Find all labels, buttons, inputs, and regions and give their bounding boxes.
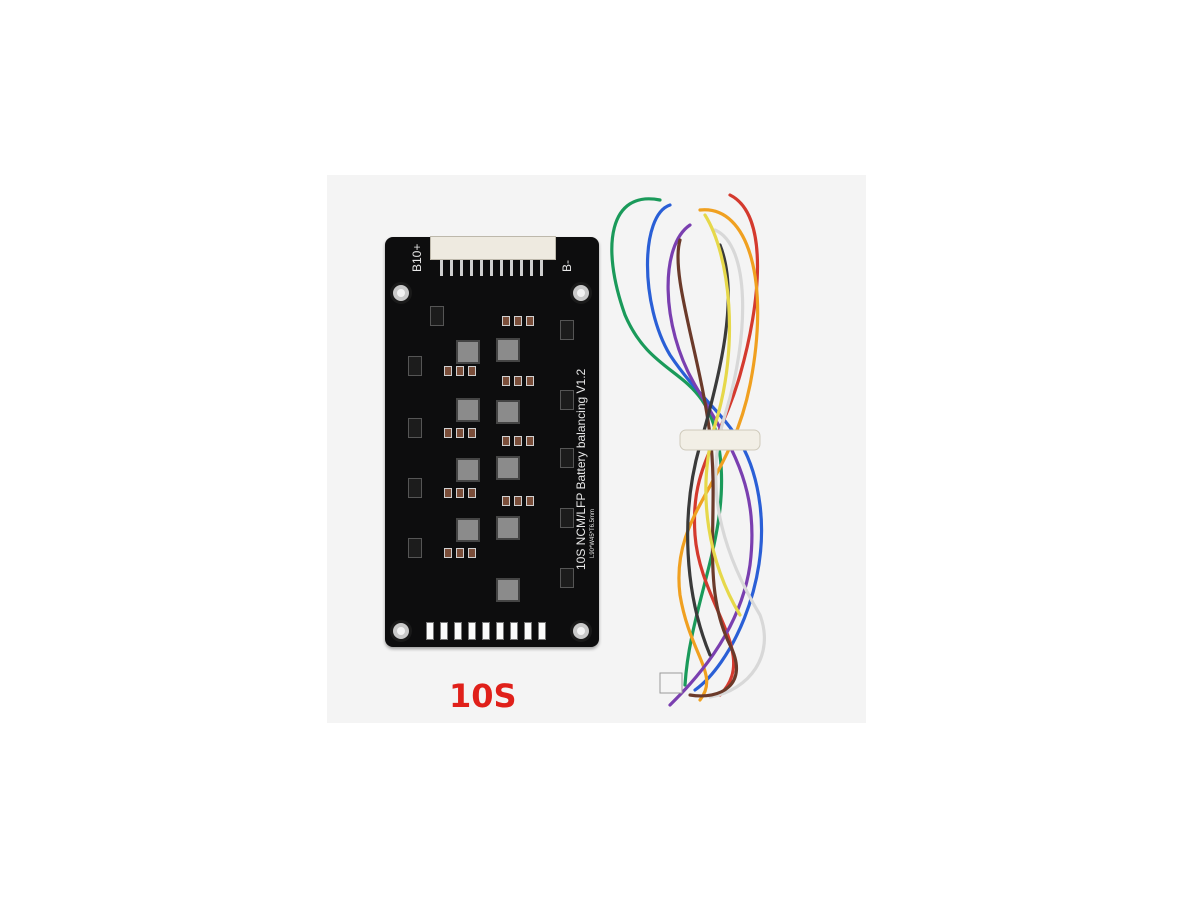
mosfet-chip: [560, 320, 574, 340]
mosfet-chip: [408, 356, 422, 376]
balance-pad: [496, 622, 504, 640]
capacitor: [468, 548, 476, 558]
wire-blue: [645, 203, 764, 692]
mounting-hole-bottom-right: [570, 620, 592, 642]
mosfet-chip: [560, 568, 574, 588]
capacitor: [456, 548, 464, 558]
capacitor: [468, 488, 476, 498]
label-b-minus: B-: [560, 260, 574, 272]
wire-green: [610, 197, 724, 687]
inductor: [456, 518, 480, 542]
balance-pad: [468, 622, 476, 640]
mosfet-chip: [408, 538, 422, 558]
balance-pad: [538, 622, 546, 640]
capacitor: [456, 488, 464, 498]
mounting-hole-top-left: [390, 282, 412, 304]
label-b10-plus: B10+: [410, 243, 424, 272]
mosfet-chip: [408, 478, 422, 498]
wire-brown: [676, 238, 738, 698]
capacitor: [526, 376, 534, 386]
capacitor: [514, 496, 522, 506]
inductor: [456, 458, 480, 482]
balance-pad: [510, 622, 518, 640]
mounting-hole-top-right: [570, 282, 592, 304]
capacitor: [526, 496, 534, 506]
inductor: [496, 456, 520, 480]
balance-connector: [430, 236, 556, 260]
capacitor: [444, 488, 452, 498]
wire-tie: [679, 429, 761, 451]
balance-pad: [524, 622, 532, 640]
balance-pad: [454, 622, 462, 640]
inductor: [496, 516, 520, 540]
mosfet-chip: [560, 508, 574, 528]
balance-pad: [440, 622, 448, 640]
board-title: 10S NCM/LFP Battery balancing V1.2: [574, 368, 588, 570]
wire-white: [708, 228, 766, 699]
mounting-hole-bottom-left: [390, 620, 412, 642]
capacitor: [456, 366, 464, 376]
capacitor: [444, 548, 452, 558]
mosfet-chip: [430, 306, 444, 326]
inductor: [456, 398, 480, 422]
inductor: [496, 400, 520, 424]
balance-pad: [426, 622, 434, 640]
mosfet-chip: [408, 418, 422, 438]
capacitor: [526, 316, 534, 326]
product-variant-caption: 10S: [449, 677, 517, 715]
capacitor: [514, 316, 522, 326]
capacitor: [502, 376, 510, 386]
mosfet-chip: [560, 390, 574, 410]
capacitor: [502, 316, 510, 326]
inductor: [496, 578, 520, 602]
capacitor: [468, 428, 476, 438]
capacitor: [468, 366, 476, 376]
capacitor: [502, 436, 510, 446]
capacitor: [444, 428, 452, 438]
capacitor: [502, 496, 510, 506]
board-dimensions: L90*W45*T6.5mm: [590, 508, 596, 558]
connector-pins: [440, 260, 548, 276]
inductor: [456, 340, 480, 364]
capacitor: [514, 376, 522, 386]
wire-purple: [666, 223, 754, 707]
capacitor: [514, 436, 522, 446]
balance-wire-harness: [610, 193, 766, 707]
plug-connector: [659, 672, 683, 694]
capacitor: [526, 436, 534, 446]
capacitor: [444, 366, 452, 376]
capacitor: [456, 428, 464, 438]
wire-yellow: [703, 213, 742, 617]
balance-pad: [482, 622, 490, 640]
mosfet-chip: [560, 448, 574, 468]
inductor: [496, 338, 520, 362]
